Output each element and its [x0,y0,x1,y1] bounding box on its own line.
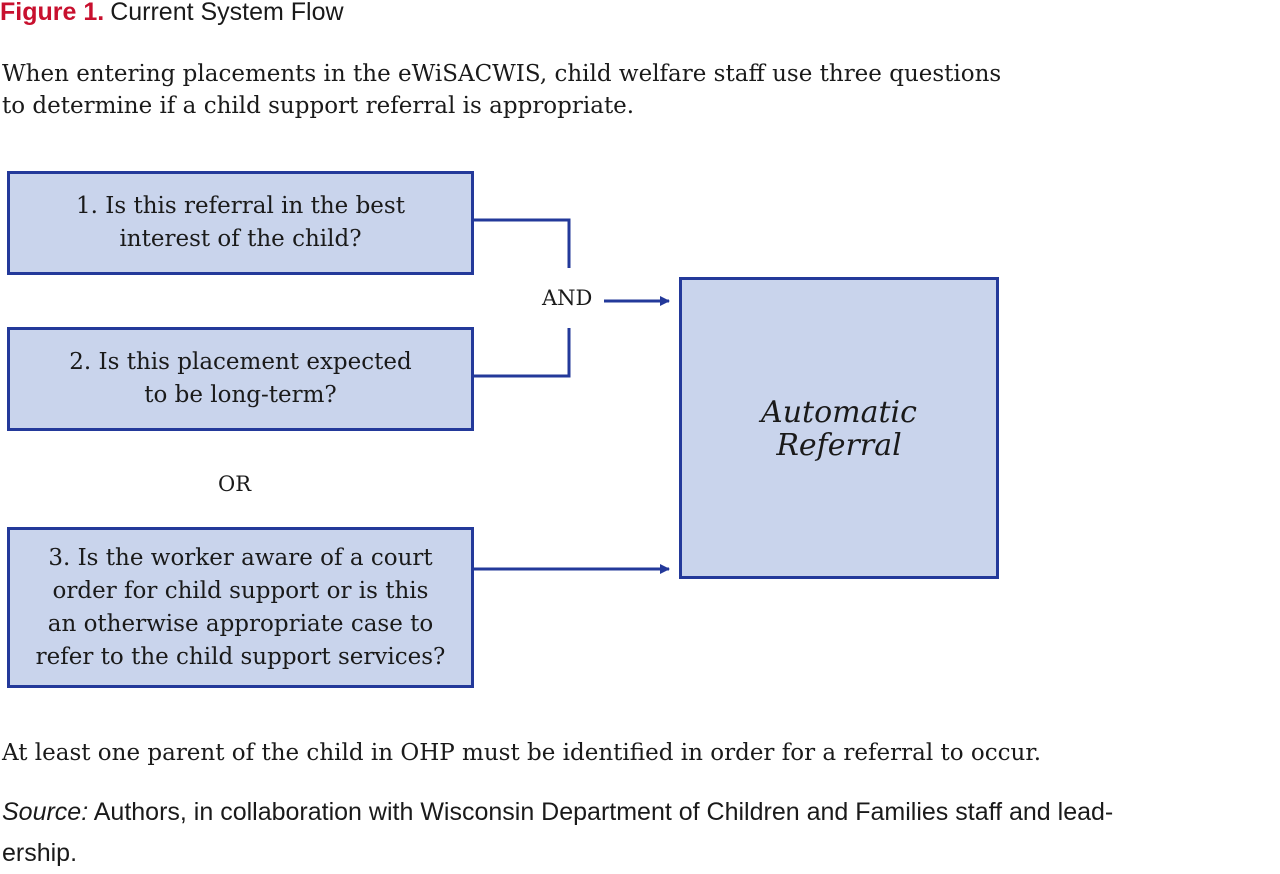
automatic-referral-box: Automatic Referral [679,277,999,579]
intro-line-1: When entering placements in the eWiSACWI… [2,61,1002,87]
question-2-text: 2. Is this placement expected to be long… [69,346,411,412]
figure-name: Current System Flow [110,0,344,26]
question-2-line-1: 2. Is this placement expected [69,349,412,375]
connector-q1-to-and [474,218,571,268]
source-note: Source: Authors, in collaboration with W… [2,792,1278,874]
question-3-line-2: order for child support or is this [52,577,429,604]
figure-label: Figure 1. [0,0,105,26]
question-box-3: 3. Is the worker aware of a court order … [7,527,474,688]
question-3-line-3: an otherwise appropriate case to [47,610,434,637]
question-2-line-2: to be long-term? [144,382,337,408]
question-1-line-1: 1. Is this referral in the best [76,193,405,219]
question-3-line-4: refer to the child support services? [35,643,446,670]
and-label: AND [542,286,593,310]
figure-title: Figure 1.Current System Flow [0,0,344,28]
intro-line-2: to determine if a child support referral… [2,93,635,119]
or-label: OR [218,472,252,496]
source-text-2: ership. [2,839,78,867]
question-3-line-1: 3. Is the worker aware of a court [48,544,433,571]
automatic-referral-line-1: Automatic [761,395,917,430]
intro-text: When entering placements in the eWiSACWI… [2,58,1042,122]
automatic-referral-line-2: Referral [776,428,902,463]
source-line-1: Source: Authors, in collaboration with W… [2,792,1278,833]
question-1-text: 1. Is this referral in the best interest… [76,190,405,256]
question-3-text: 3. Is the worker aware of a court order … [36,542,446,674]
footnote: At least one parent of the child in OHP … [2,740,1042,766]
question-box-1: 1. Is this referral in the best interest… [7,171,474,275]
source-label: Source: [2,798,89,826]
connector-q2-to-and [474,328,571,378]
question-1-line-2: interest of the child? [119,226,362,252]
question-box-2: 2. Is this placement expected to be long… [7,327,474,431]
source-text-1: Authors, in collaboration with Wisconsin… [93,798,1114,826]
automatic-referral-text: Automatic Referral [682,396,996,462]
